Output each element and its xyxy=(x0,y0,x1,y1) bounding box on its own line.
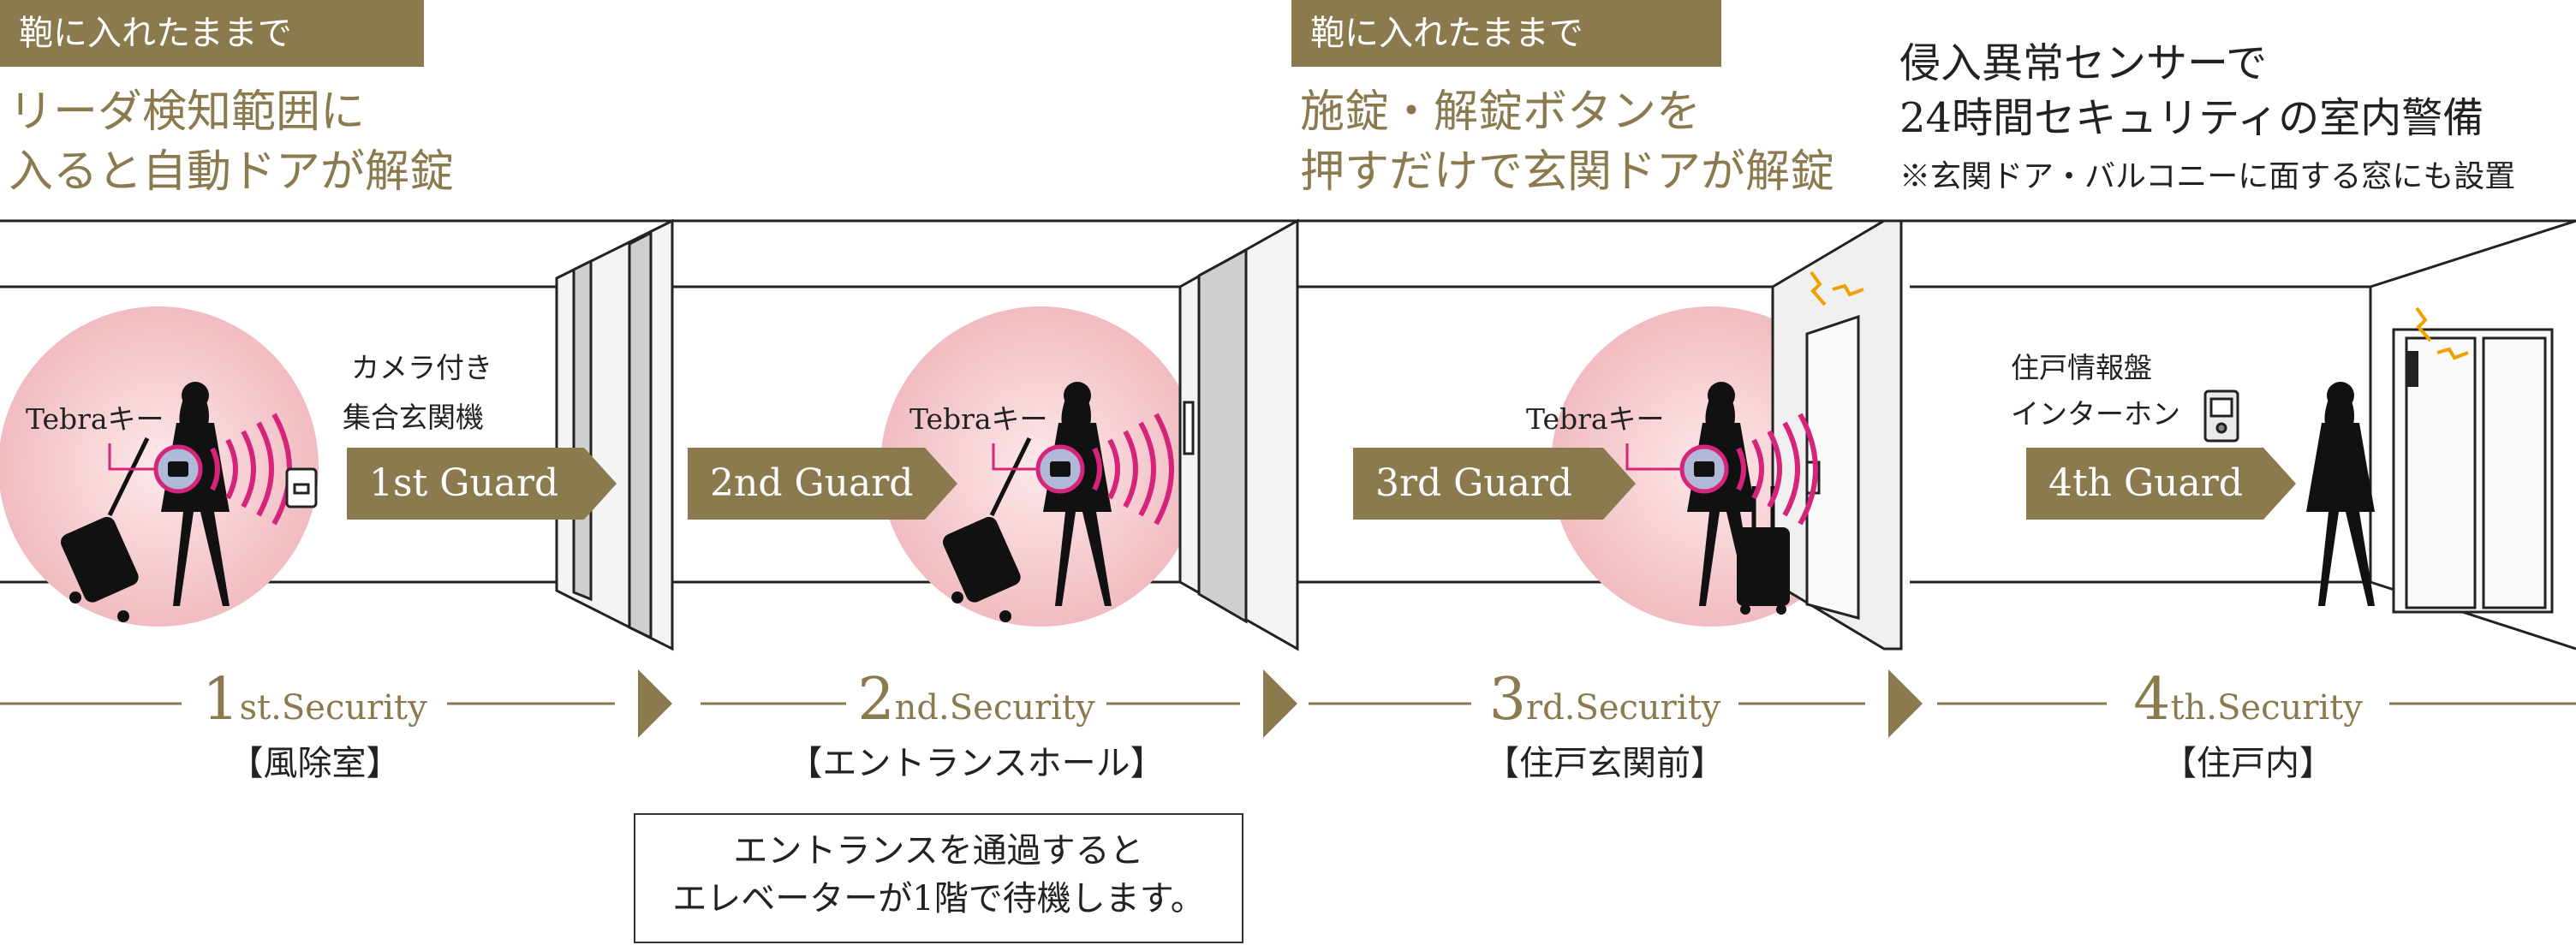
card-reader-icon xyxy=(285,467,318,508)
security-suffix-2: nd.Security xyxy=(894,688,1095,728)
device-label-1b: 集合玄関機 xyxy=(343,401,484,434)
tebra-key-icon-2 xyxy=(1038,447,1082,491)
alarm-sensor-icon-1 xyxy=(1810,270,1864,306)
elevator-note-line2: エレベーターが1階で待機します。 xyxy=(672,879,1205,918)
security-heading-3: 3rd.Security xyxy=(1473,666,1737,734)
place-label-1: 【風除室】 xyxy=(229,744,401,783)
place-label-4: 【住戸内】 xyxy=(2162,744,2334,783)
elevator-note-box: エントランスを通過すると エレベーターが1階で待機します。 xyxy=(634,813,1243,943)
device-label-4a: 住戸情報盤 xyxy=(2011,351,2152,384)
step3-lead-line1: 施錠・解錠ボタンを xyxy=(1300,86,1702,138)
guard-badge-1: 1st Guard xyxy=(347,448,617,520)
security-heading-4: 4th.Security xyxy=(2108,666,2388,734)
security-suffix-3: rd.Security xyxy=(1526,688,1721,728)
tebra-key-label-3: Tebraキー xyxy=(1526,402,1665,436)
tebra-key-label-1: Tebraキー xyxy=(26,402,164,436)
guard-badge-2: 2nd Guard xyxy=(688,448,957,520)
woman-silhouette-icon-4 xyxy=(2306,382,2375,606)
suitcase-icon-3 xyxy=(1737,486,1790,615)
guard-badge-3: 3rd Guard xyxy=(1353,448,1636,520)
step4-note: ※玄関ドア・バルコニーに面する窓にも設置 xyxy=(1899,159,2516,194)
step-arrow-icon-1 xyxy=(638,669,672,738)
tebra-key-icon-1 xyxy=(156,447,200,491)
place-label-2: 【エントランスホール】 xyxy=(788,744,1165,783)
step4-lead-line2: 24時間セキュリティの室内警備 xyxy=(1899,94,2484,142)
security-num-2: 2 xyxy=(857,666,895,734)
step4-lead-line1: 侵入異常センサーで xyxy=(1899,39,2268,87)
security-num-1: 1 xyxy=(202,666,240,734)
alarm-sensor-icon-2 xyxy=(2406,306,2469,387)
security-num-4: 4 xyxy=(2133,666,2171,734)
tebra-key-label-2: Tebraキー xyxy=(909,402,1048,436)
intercom-icon xyxy=(2203,389,2239,443)
place-label-3: 【住戸玄関前】 xyxy=(1485,744,1725,783)
step-arrow-icon-2 xyxy=(1263,669,1297,738)
security-suffix-4: th.Security xyxy=(2170,688,2363,728)
security-num-3: 3 xyxy=(1488,666,1526,734)
device-label-1a: カメラ付き xyxy=(351,351,492,384)
security-suffix-1: st.Security xyxy=(239,688,427,728)
elevator-note-line1: エントランスを通過すると xyxy=(733,831,1144,871)
security-heading-1: 1st.Security xyxy=(184,666,445,734)
step1-tag: 鞄に入れたままで xyxy=(0,0,424,67)
device-label-4b: インターホン xyxy=(2011,397,2180,431)
step3-lead-line2: 押すだけで玄関ドアが解錠 xyxy=(1300,146,1835,198)
tebra-key-icon-3 xyxy=(1682,447,1726,491)
step-arrow-icon-3 xyxy=(1888,669,1923,738)
step3-tag: 鞄に入れたままで xyxy=(1291,0,1721,67)
security-heading-2: 2nd.Security xyxy=(848,666,1105,734)
guard-badge-4: 4th Guard xyxy=(2026,448,2296,520)
step1-lead-line1: リーダ検知範囲に xyxy=(9,86,366,138)
step1-lead-line2: 入ると自動ドアが解錠 xyxy=(9,146,455,198)
